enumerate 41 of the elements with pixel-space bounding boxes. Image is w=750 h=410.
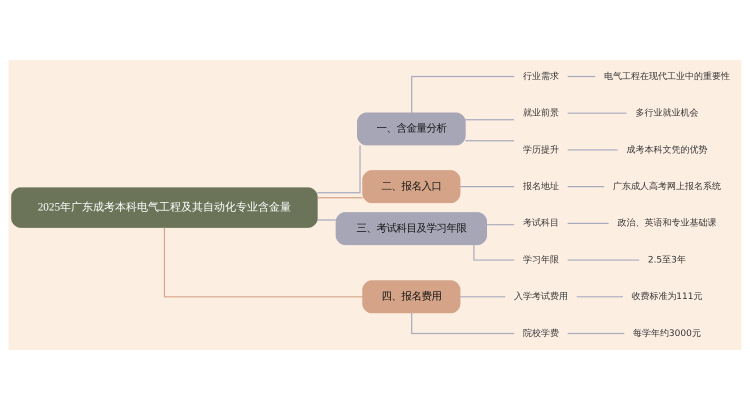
connector bbox=[473, 245, 514, 261]
node-text: 报名地址 bbox=[522, 182, 559, 192]
node-box: 四、报名费用 bbox=[362, 280, 460, 314]
connector bbox=[411, 313, 514, 334]
connector bbox=[568, 222, 609, 224]
connector bbox=[568, 332, 624, 334]
connector bbox=[465, 140, 514, 142]
node-text: 2.5至3年 bbox=[648, 255, 686, 266]
connector bbox=[164, 228, 363, 298]
connector bbox=[460, 186, 514, 188]
connector bbox=[568, 259, 640, 261]
connector bbox=[411, 76, 514, 113]
connector bbox=[465, 119, 514, 120]
connector bbox=[317, 145, 361, 194]
node-text: 每学年约3000元 bbox=[632, 328, 701, 339]
connector bbox=[568, 112, 627, 114]
node-text: 收费标准为111元 bbox=[631, 292, 702, 302]
node-text: 入学考试费用 bbox=[514, 292, 568, 302]
node-box: 三、考试科目及学习年限 bbox=[336, 212, 488, 246]
connector bbox=[318, 197, 362, 198]
connector bbox=[568, 186, 604, 188]
connector bbox=[576, 296, 623, 298]
node-text: 广东成人高考网上报名系统 bbox=[612, 182, 721, 192]
node-box: 二、报名入口 bbox=[362, 170, 460, 204]
connector bbox=[486, 224, 514, 226]
node-text: 就业前景 bbox=[522, 108, 559, 119]
node-text: 考试科目 bbox=[522, 218, 559, 229]
node-text: 政治、英语和专业基础课 bbox=[617, 218, 716, 229]
connector bbox=[568, 149, 618, 151]
node-box: 2025年广东成考本科电气工程及其自动化专业含金量 bbox=[11, 187, 318, 228]
node-text: 院校学费 bbox=[522, 328, 559, 339]
node-text: 学历提升 bbox=[522, 145, 559, 156]
node-text: 学习年限 bbox=[522, 255, 559, 266]
node-text: 行业需求 bbox=[522, 72, 559, 82]
node-text: 成考本科文凭的优势 bbox=[626, 145, 708, 156]
connector bbox=[318, 219, 336, 221]
node-text: 电气工程在现代工业中的重要性 bbox=[604, 72, 730, 82]
node-box: 一、含金量分析 bbox=[357, 112, 466, 146]
connector bbox=[568, 76, 596, 78]
node-text: 多行业就业机会 bbox=[635, 108, 698, 119]
connector bbox=[460, 296, 506, 298]
